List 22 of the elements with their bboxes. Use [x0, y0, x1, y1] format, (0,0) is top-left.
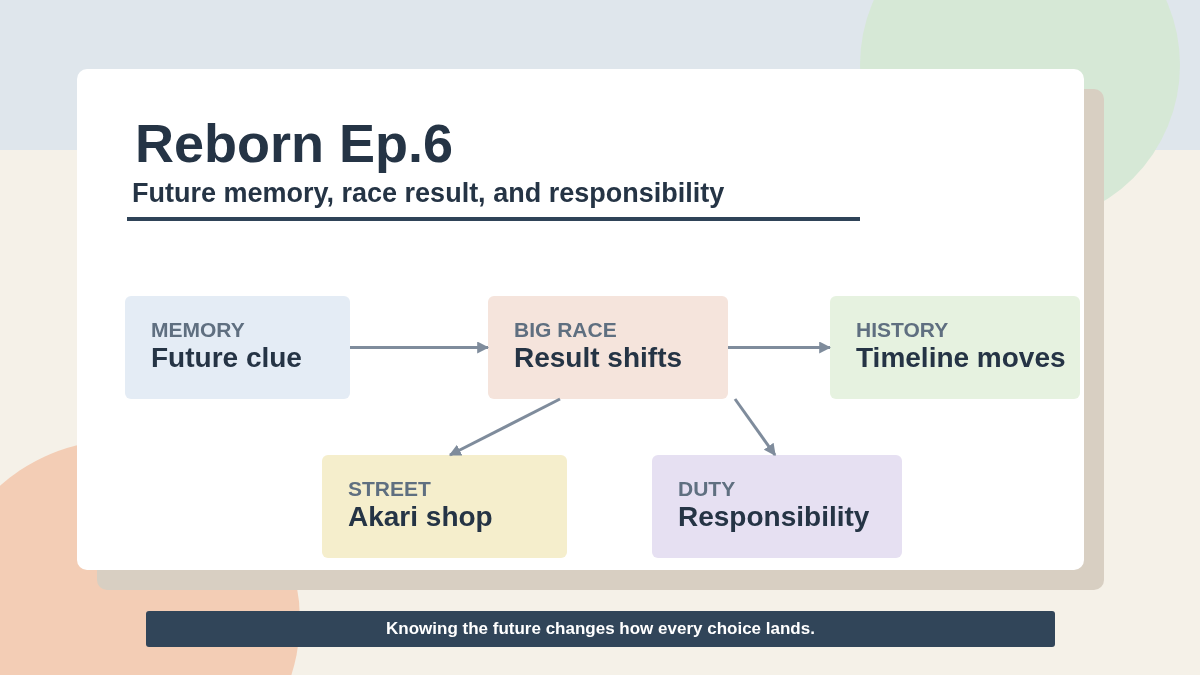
concept-box — [652, 455, 902, 558]
concept-text: Future clue — [151, 341, 302, 375]
concept-text: Timeline moves — [856, 341, 1066, 375]
concept-box — [488, 296, 728, 399]
concept-box — [322, 455, 567, 558]
concept-box — [125, 296, 350, 399]
arrow — [733, 398, 777, 456]
concept-text: Akari shop — [348, 500, 493, 534]
title: Reborn Ep.6 — [135, 112, 454, 174]
arrow — [448, 397, 561, 457]
arrow — [728, 341, 832, 354]
category-label: DUTY — [678, 477, 736, 501]
concept-text: Responsibility — [678, 500, 870, 534]
category-label: BIG RACE — [514, 318, 617, 342]
subtitle: Future memory, race result, and responsibility — [132, 178, 725, 209]
concept-box — [830, 296, 1080, 399]
category-label: STREET — [348, 477, 431, 501]
category-label: MEMORY — [151, 318, 245, 342]
concept-text: Result shifts — [514, 341, 683, 375]
caption-bar: Knowing the future changes how every choice lands. — [146, 611, 1055, 647]
category-label: HISTORY — [856, 318, 949, 342]
arrow — [350, 341, 490, 354]
